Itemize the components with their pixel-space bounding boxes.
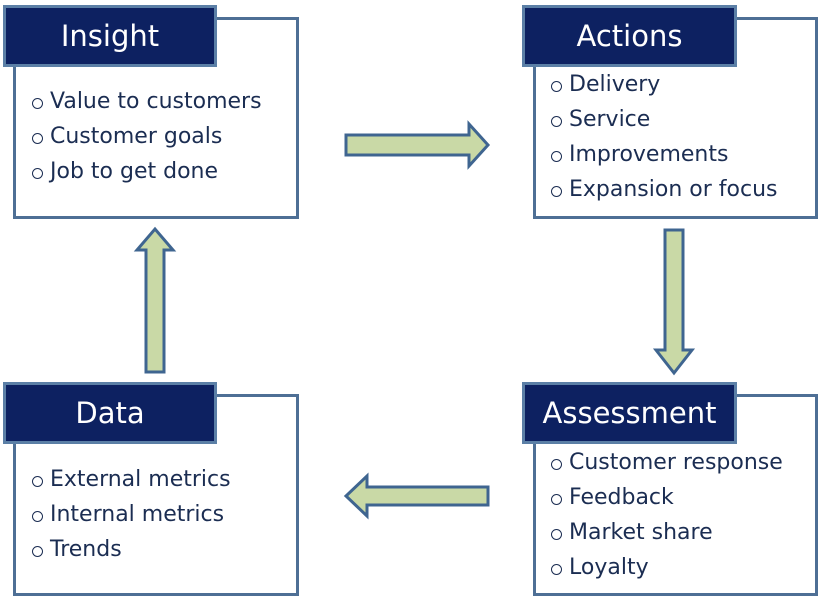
assessment-title: Assessment: [522, 382, 737, 444]
list-item: Market share: [551, 515, 783, 550]
insight-list: Value to customers Customer goals Job to…: [32, 84, 262, 189]
circle-bullet-icon: [551, 529, 562, 540]
list-item: Improvements: [551, 137, 777, 172]
circle-bullet-icon: [32, 546, 43, 557]
arrow-insight-to-actions: [344, 120, 491, 170]
circle-bullet-icon: [32, 168, 43, 179]
data-list: External metrics Internal metrics Trends: [32, 462, 231, 567]
insight-title: Insight: [3, 5, 217, 67]
list-item: Job to get done: [32, 154, 262, 189]
list-item: Trends: [32, 532, 231, 567]
list-item: Delivery: [551, 67, 777, 102]
list-item: Customer goals: [32, 119, 262, 154]
circle-bullet-icon: [551, 564, 562, 575]
list-item: Expansion or focus: [551, 172, 777, 207]
list-item: Customer response: [551, 445, 783, 480]
circle-bullet-icon: [32, 98, 43, 109]
list-item: Feedback: [551, 480, 783, 515]
circle-bullet-icon: [32, 476, 43, 487]
circle-bullet-icon: [551, 459, 562, 470]
arrow-data-to-insight: [133, 226, 177, 374]
data-title: Data: [3, 382, 217, 444]
circle-bullet-icon: [551, 116, 562, 127]
list-item: Internal metrics: [32, 497, 231, 532]
circle-bullet-icon: [32, 511, 43, 522]
actions-title: Actions: [522, 5, 737, 67]
list-item: Value to customers: [32, 84, 262, 119]
arrow-actions-to-assessment: [652, 228, 696, 376]
arrow-assessment-to-data: [343, 472, 490, 520]
circle-bullet-icon: [551, 151, 562, 162]
list-item: External metrics: [32, 462, 231, 497]
list-item: Service: [551, 102, 777, 137]
circle-bullet-icon: [551, 81, 562, 92]
list-item: Loyalty: [551, 550, 783, 585]
circle-bullet-icon: [551, 186, 562, 197]
circle-bullet-icon: [32, 133, 43, 144]
circle-bullet-icon: [551, 494, 562, 505]
assessment-list: Customer response Feedback Market share …: [551, 445, 783, 585]
actions-list: Delivery Service Improvements Expansion …: [551, 67, 777, 207]
